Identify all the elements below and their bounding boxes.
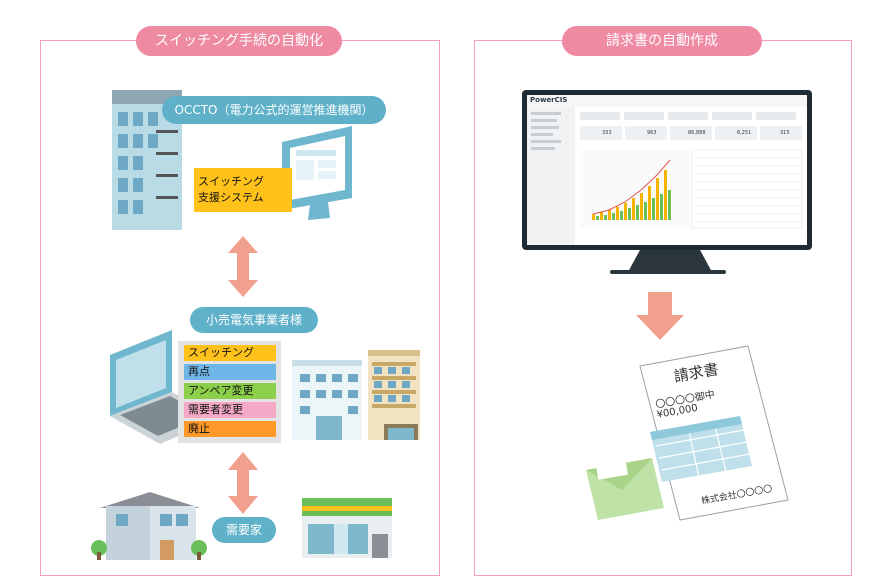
apartment-building-icon bbox=[368, 350, 420, 440]
menu-item-ampere-change[interactable]: アンペア変更 bbox=[184, 383, 276, 399]
app-logo: PowerCIS bbox=[530, 96, 568, 104]
stat-value: 333 bbox=[602, 130, 612, 136]
stat-value: 963 bbox=[647, 130, 657, 136]
monitor-icon bbox=[282, 126, 352, 220]
stat-value: 86,888 bbox=[688, 130, 706, 136]
occto-label: OCCTO（電力公式的運営推進機関） bbox=[162, 96, 386, 124]
invoice-panel-title: 請求書の自動作成 bbox=[562, 26, 762, 56]
system-label-line2: 支援システム bbox=[198, 191, 264, 204]
office-building-icon bbox=[292, 360, 362, 440]
menu-item-discontinue[interactable]: 廃止 bbox=[184, 421, 276, 437]
dashboard-monitor-icon bbox=[522, 90, 812, 274]
system-label-line1: スイッチング bbox=[198, 175, 264, 188]
menu-item-reconnect[interactable]: 再点 bbox=[184, 364, 276, 380]
invoice-document-icon bbox=[639, 345, 789, 521]
down-arrow-icon bbox=[636, 292, 684, 340]
menu-item-switching[interactable]: スイッチング bbox=[184, 345, 276, 361]
chart-bars bbox=[592, 170, 667, 220]
switching-panel-title: スイッチング手続の自動化 bbox=[136, 26, 342, 56]
stat-value: 315 bbox=[780, 130, 790, 136]
envelope-icon bbox=[586, 458, 664, 520]
switching-system-label: スイッチング 支援システム bbox=[198, 174, 290, 206]
switching-system-box bbox=[194, 168, 292, 212]
menu-item-consumer-change[interactable]: 需要者変更 bbox=[184, 402, 276, 418]
house-icon bbox=[91, 492, 207, 560]
procedure-menu: スイッチング 再点 アンペア変更 需要者変更 廃止 bbox=[178, 341, 281, 443]
double-arrow-icon bbox=[228, 452, 258, 514]
consumer-label: 需要家 bbox=[212, 517, 276, 543]
stat-value: 6,251 bbox=[737, 130, 752, 136]
store-icon bbox=[302, 498, 392, 558]
retailer-label: 小売電気事業者様 bbox=[190, 307, 318, 333]
stats-row: 333 963 86,888 6,251 315 bbox=[580, 130, 804, 140]
double-arrow-icon bbox=[228, 236, 258, 297]
